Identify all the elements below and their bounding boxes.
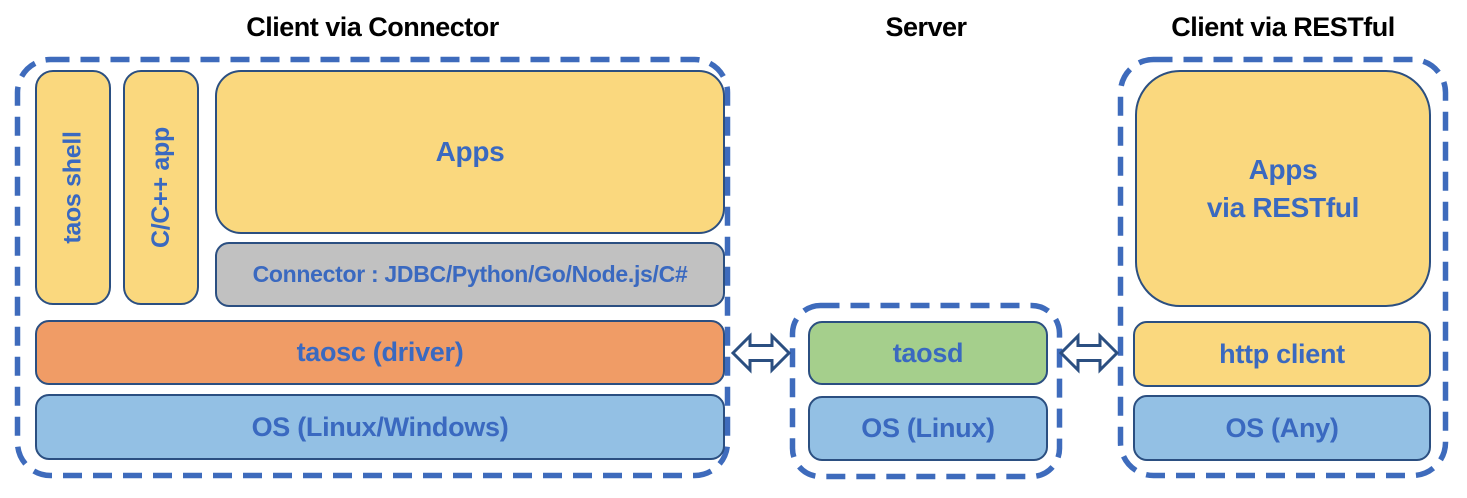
left-double-arrow-shape [731,332,791,374]
os-any-box: OS (Any) [1133,395,1431,461]
left-double-arrow-icon [731,332,791,374]
taosc-driver-box: taosc (driver) [35,320,725,385]
apps-box: Apps [215,70,725,234]
cpp-app-label: C/C++ app [146,127,175,248]
right-double-arrow-icon [1059,332,1119,374]
apps-via-restful-label-line2: via RESTful [1206,191,1360,223]
client-restful-group-border [1117,56,1449,479]
taos-shell-box: taos shell [35,70,111,305]
section-title-server: Server [885,12,967,42]
section-title-client-restful: Client via RESTful [1171,12,1395,42]
connector-box: Connector : JDBC/Python/Go/Node.js/C# [215,242,725,307]
os-linux-box: OS (Linux) [808,396,1048,461]
client-connector-group-border [14,56,731,479]
right-double-arrow-shape [1059,332,1119,374]
cpp-app-box: C/C++ app [123,70,199,305]
section-title-client-connector: Client via Connector [246,12,499,42]
os-linux-windows-box: OS (Linux/Windows) [35,394,725,460]
server-group-border [789,302,1063,480]
taosd-box: taosd [808,321,1048,385]
apps-via-restful-box: Apps via RESTful [1135,70,1431,307]
taos-shell-label: taos shell [58,131,87,244]
http-client-box: http client [1133,321,1431,387]
apps-via-restful-label: Apps via RESTful [1206,151,1360,227]
apps-via-restful-label-line1: Apps [1248,153,1318,185]
